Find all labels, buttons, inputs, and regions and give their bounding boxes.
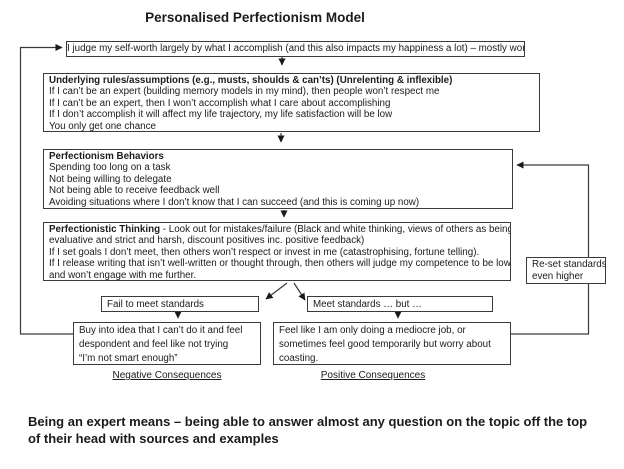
expert-definition-note: Being an expert means – being able to an…: [28, 414, 588, 447]
feedback-loop-right-icon: [510, 161, 590, 335]
thinking-line: If I release writing that isn’t well-wri…: [49, 258, 511, 270]
box-perfectionism-behaviors: Perfectionism Behaviors Spending too lon…: [43, 149, 513, 209]
box-positive-outcome: Feel like I am only doing a mediocre job…: [273, 322, 511, 365]
reset-line: even higher: [532, 271, 584, 282]
negative-outcome-line: “I’m not smart enough”: [79, 352, 178, 364]
thinking-line: and won’t engage with me further.: [49, 269, 197, 281]
expert-definition-line: Being an expert means – being able to an…: [28, 414, 588, 429]
meet-text: Meet standards … but …: [313, 299, 422, 310]
feedback-loop-left-icon: [19, 43, 73, 335]
negative-outcome-line: Buy into idea that I can’t do it and fee…: [79, 325, 243, 336]
behaviors-line: Not being willing to delegate: [49, 173, 172, 185]
negative-consequences-label: Negative Consequences: [112, 370, 222, 381]
behaviors-heading: Perfectionism Behaviors: [49, 151, 164, 162]
rules-line: If I can’t be an expert, then I won’t ac…: [49, 97, 391, 109]
positive-outcome-line: coasting.: [279, 352, 319, 364]
expert-definition-line: of their head with sources and examples: [28, 430, 279, 446]
box-negative-outcome: Buy into idea that I can’t do it and fee…: [73, 322, 261, 365]
rules-line: If I don’t accomplish it will affect my …: [49, 109, 393, 121]
rules-line: If I can’t be an expert (building memory…: [49, 86, 440, 98]
positive-outcome-line: sometimes feel good temporarily but worr…: [279, 338, 491, 350]
thinking-line: If I set goals I don’t meet, then others…: [49, 246, 480, 258]
thinking-heading-line: Perfectionistic Thinking - Look out for …: [49, 224, 510, 235]
positive-consequences-label: Positive Consequences: [320, 370, 426, 381]
negative-outcome-line: despondent and feel like not trying: [79, 338, 229, 350]
box-fail-to-meet-standards: Fail to meet standards: [101, 296, 259, 312]
diagram-title: Personalised Perfectionism Model: [145, 10, 365, 25]
behaviors-line: Not being able to receive feedback well: [49, 185, 220, 197]
thinking-heading-suffix: - Look out for mistakes/failure (Black a…: [160, 224, 511, 235]
box-perfectionistic-thinking: Perfectionistic Thinking - Look out for …: [43, 222, 511, 281]
positive-outcome-line: Feel like I am only doing a mediocre job…: [279, 325, 466, 336]
box-reset-standards: Re-set standards even higher: [526, 257, 606, 284]
rules-heading: Underlying rules/assumptions (e.g., must…: [49, 75, 453, 86]
box-self-worth: I judge my self-worth largely by what I …: [66, 41, 525, 57]
behaviors-line: Avoiding situations where I don’t know t…: [49, 196, 420, 208]
fail-text: Fail to meet standards: [107, 299, 204, 310]
thinking-heading: Perfectionistic Thinking: [49, 224, 161, 235]
box-meet-standards-but: Meet standards … but …: [307, 296, 493, 312]
thinking-line: evaluative and strict and harsh, discoun…: [49, 235, 365, 247]
reset-line: Re-set standards: [532, 259, 606, 270]
self-worth-text: I judge my self-worth largely by what I …: [67, 43, 525, 54]
box-underlying-rules: Underlying rules/assumptions (e.g., must…: [43, 73, 540, 132]
behaviors-line: Spending too long on a task: [49, 162, 171, 174]
arrow-thinking-to-fail-icon: [265, 282, 288, 300]
rules-line: You only get one chance: [49, 120, 156, 132]
arrow-thinking-to-meet-icon: [293, 282, 306, 301]
